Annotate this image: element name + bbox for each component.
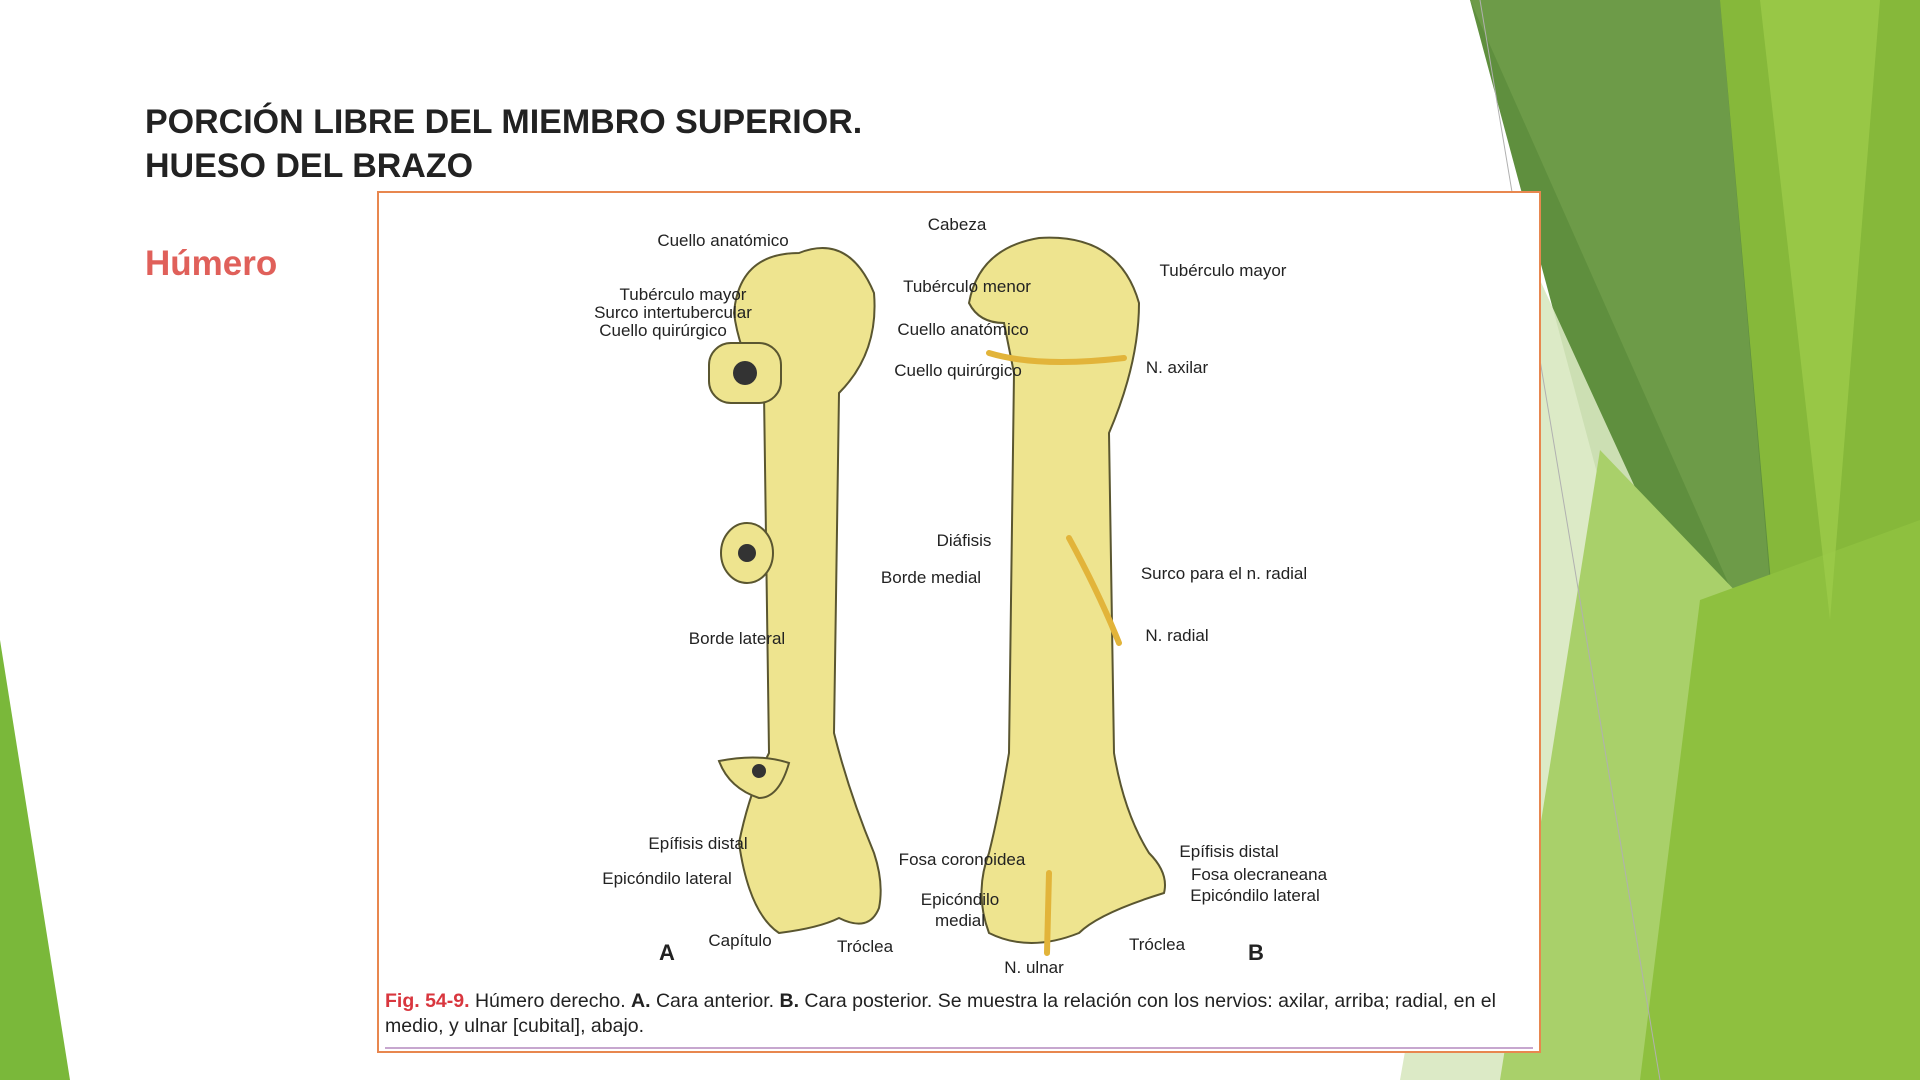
caption-a: A.: [631, 990, 651, 1012]
label-cuello-quirurgico-a: Cuello quirúrgico: [599, 321, 727, 340]
caption-divider: [385, 1047, 1533, 1049]
title-line-1: PORCIÓN LIBRE DEL MIEMBRO SUPERIOR.: [145, 103, 863, 141]
humerus-figure: Cabeza Cuello anatómico Tubérculo mayor …: [377, 191, 1541, 1053]
label-fosa-coronoidea: Fosa coronoidea: [898, 850, 1026, 869]
label-tuberculo-mayor-b: Tubérculo mayor: [1159, 261, 1287, 280]
caption-b: B.: [779, 990, 800, 1012]
label-n-radial: N. radial: [1145, 626, 1209, 645]
label-surco-radial: Surco para el n. radial: [1140, 564, 1308, 583]
figure-caption: Fig. 54-9. Húmero derecho. A. Cara anter…: [385, 989, 1525, 1039]
label-borde-medial: Borde medial: [880, 568, 982, 587]
label-fosa-olecraneana: Fosa olecraneana: [1190, 865, 1328, 884]
label-letter-b: B: [1248, 940, 1264, 965]
label-borde-lateral: Borde lateral: [688, 629, 786, 648]
label-epicondilo-medial-1: Epicóndilo: [920, 890, 1000, 909]
label-n-ulnar: N. ulnar: [1004, 958, 1064, 977]
label-cuello-anatomico-a: Cuello anatómico: [657, 231, 789, 250]
label-tuberculo-mayor-a: Tubérculo mayor: [619, 285, 747, 304]
cross-section-distal: [717, 756, 791, 800]
label-troclea-b: Tróclea: [1128, 935, 1186, 954]
label-epicondilo-lateral-a: Epicóndilo lateral: [602, 869, 732, 888]
label-troclea-a: Tróclea: [836, 937, 894, 956]
label-letter-a: A: [659, 940, 675, 965]
axillary-nerve: [986, 350, 1127, 365]
caption-text-3: Cara posterior. Se muestra la relación c…: [385, 990, 1496, 1037]
humerus-posterior: [967, 236, 1166, 944]
label-tuberculo-menor: Tubérculo menor: [903, 277, 1031, 296]
label-epifisis-distal-a: Epífisis distal: [648, 834, 748, 853]
label-n-axilar: N. axilar: [1145, 358, 1209, 377]
label-epicondilo-lateral-b: Epicóndilo lateral: [1190, 886, 1320, 905]
slide-title: PORCIÓN LIBRE DEL MIEMBRO SUPERIOR. HUES…: [145, 100, 862, 188]
label-epifisis-distal-b: Epífisis distal: [1179, 842, 1279, 861]
label-epicondilo-medial-2: medial: [934, 911, 986, 930]
slide-subtitle: Húmero: [145, 244, 278, 283]
label-capitulo: Capítulo: [708, 931, 772, 950]
radial-nerve: [1066, 535, 1122, 646]
title-line-2: HUESO DEL BRAZO: [145, 147, 474, 185]
caption-text-2: Cara anterior.: [650, 990, 780, 1012]
humerus-illustration: [708, 236, 1166, 956]
ulnar-nerve: [1044, 870, 1052, 956]
label-diafisis: Diáfisis: [936, 531, 992, 550]
label-surco-intertubercular: Surco intertubercular: [594, 303, 752, 322]
label-cuello-quirurgico-b: Cuello quirúrgico: [894, 361, 1022, 380]
caption-text-1: Húmero derecho.: [469, 990, 632, 1012]
label-cuello-anatomico-b: Cuello anatómico: [897, 320, 1029, 339]
label-cabeza: Cabeza: [927, 215, 987, 234]
caption-fig-number: Fig. 54-9.: [385, 990, 470, 1012]
